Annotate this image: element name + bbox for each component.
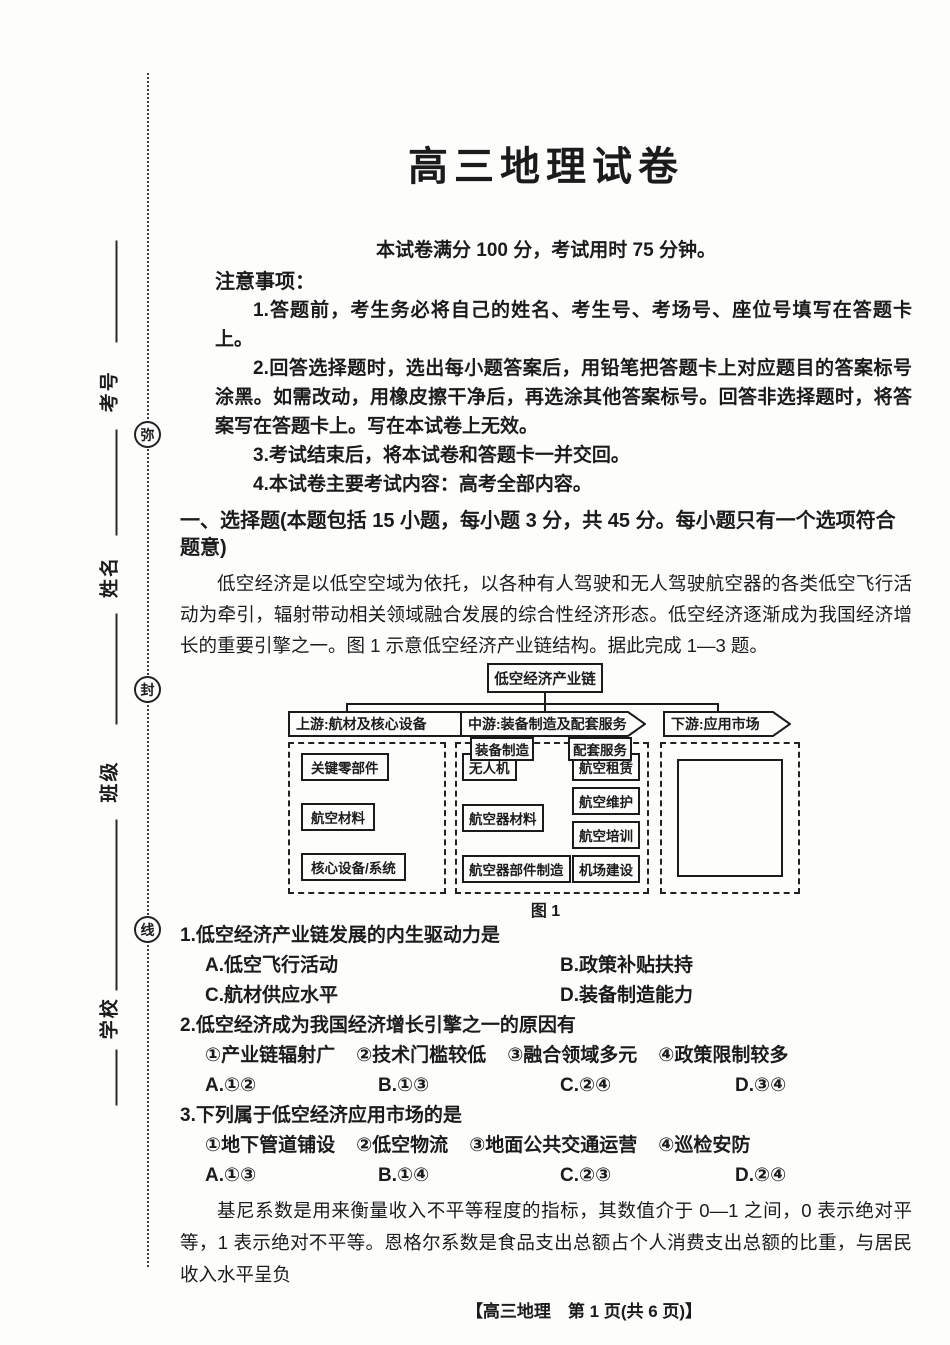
option-a: A.①③ — [205, 1165, 257, 1186]
banner-downstream: 下游:应用市场 — [663, 711, 791, 737]
support-services-column: 航空租赁 航空维护 航空培训 机场建设 — [572, 753, 640, 883]
option-b: B.①④ — [378, 1165, 430, 1186]
option-b: B.①③ — [378, 1075, 430, 1096]
diagram-root-box: 低空经济产业链 — [487, 663, 603, 693]
connector-line — [346, 703, 719, 705]
question-list: 1.低空经济产业链发展的内生驱动力是 A.低空飞行活动 B.政策补贴扶持 C.航… — [180, 921, 912, 1191]
question-1-options: A.低空飞行活动 B.政策补贴扶持 C.航材供应水平 D.装备制造能力 — [180, 951, 912, 1011]
item-core-equipment: 核心设备/系统 — [301, 853, 406, 881]
option-a: A.低空飞行活动 — [205, 955, 339, 976]
option-d: D.③④ — [735, 1075, 787, 1096]
industry-chain-diagram: 低空经济产业链 上游:航材及核心设备 中游:装备制造及配套服务 下游:应用市场 … — [288, 663, 803, 921]
figure-caption: 图 1 — [530, 903, 561, 920]
question-2-stem: 2.低空经济成为我国经济增长引擎之一的原因有 — [180, 1015, 576, 1036]
margin-label-school: 学校 — [99, 997, 120, 1040]
sub-option-3: ③地面公共交通运营 — [469, 1135, 638, 1156]
question-2: 2.低空经济成为我国经济增长引擎之一的原因有 ①产业链辐射广 ②技术门槛较低 ③… — [180, 1011, 912, 1101]
question-2-options: A.①② B.①③ C.②④ D.③④ — [180, 1071, 912, 1101]
item-aviation-training: 航空培训 — [572, 821, 640, 849]
banner-downstream-label: 下游:应用市场 — [671, 716, 760, 732]
sub-option-2: ②技术门槛较低 — [356, 1045, 487, 1066]
banner-midstream: 中游:装备制造及配套服务 — [460, 711, 646, 737]
notice-item: 3.考试结束后，将本试卷和答题卡一并交回。 — [253, 445, 630, 466]
option-c: C.航材供应水平 — [205, 985, 339, 1006]
question-1-stem: 1.低空经济产业链发展的内生驱动力是 — [180, 925, 500, 946]
blank-line — [115, 614, 118, 725]
sub-option-4: ④政策限制较多 — [658, 1045, 789, 1066]
scan-artifact: ‥ — [896, 1207, 906, 1222]
sub-option-1: ①产业链辐射广 — [205, 1045, 336, 1066]
banner-midstream-label: 中游:装备制造及配套服务 — [468, 716, 627, 732]
notice-item: 1.答题前，考生务必将自己的姓名、考生号、考场号、座位号填写在答题卡上。 — [215, 300, 912, 350]
margin-label-name: 姓名 — [99, 555, 120, 598]
section-1-heading: 一、选择题(本题包括 15 小题，每小题 3 分，共 45 分。每小题只有一个选… — [180, 510, 896, 559]
item-aviation-maintenance: 航空维护 — [572, 787, 640, 815]
item-key-components: 关键零部件 — [301, 753, 389, 781]
sub-option-1: ①地下管道铺设 — [205, 1135, 336, 1156]
connector-line — [544, 693, 546, 704]
option-c: C.②③ — [560, 1165, 612, 1186]
exam-subtitle: 本试卷满分 100 分，考试用时 75 分钟。 — [376, 240, 716, 261]
question-2-subitems: ①产业链辐射广 ②技术门槛较低 ③融合领域多元 ④政策限制较多 — [180, 1041, 912, 1071]
seal-char-mi: 弥 — [134, 421, 161, 448]
student-info-margin: 学校 班级 姓名 考号 — [95, 240, 121, 1106]
question-3-stem: 3.下列属于低空经济应用市场的是 — [180, 1105, 462, 1126]
blank-line — [115, 1049, 118, 1106]
sub-header-equipment-manufacturing: 装备制造 — [470, 737, 534, 761]
blank-line — [115, 240, 118, 343]
option-d: D.②④ — [735, 1165, 787, 1186]
downstream-placeholder-box — [677, 759, 783, 877]
closing-passage: 基尼系数是用来衡量收入不平等程度的指标，其数值介于 0—1 之间，0 表示绝对平… — [180, 1200, 912, 1285]
item-aviation-materials: 航空材料 — [301, 803, 375, 831]
notice-list: 1.答题前，考生务必将自己的姓名、考生号、考场号、座位号填写在答题卡上。 2.回… — [215, 296, 912, 499]
seal-dotted-line — [147, 73, 149, 1267]
margin-label-class: 班级 — [99, 760, 120, 803]
item-aircraft-materials: 航空器材料 — [462, 804, 544, 832]
seal-char-feng-text: 封 — [140, 681, 155, 698]
option-a: A.①② — [205, 1075, 257, 1096]
page-title: 高三地理试卷 — [408, 145, 684, 189]
sub-option-2: ②低空物流 — [356, 1135, 449, 1156]
question-3-subitems: ①地下管道铺设 ②低空物流 ③地面公共交通运营 ④巡检安防 — [180, 1131, 912, 1161]
blank-line — [115, 429, 118, 536]
option-c: C.②④ — [560, 1075, 612, 1096]
downstream-group-box — [660, 742, 800, 894]
seal-char-mi-text: 弥 — [140, 426, 155, 443]
exam-content: 高三地理试卷 本试卷满分 100 分，考试用时 75 分钟。 注意事项： 1.答… — [180, 0, 912, 1322]
item-aircraft-parts: 航空器部件制造 — [462, 855, 571, 883]
question-3: 3.下列属于低空经济应用市场的是 ①地下管道铺设 ②低空物流 ③地面公共交通运营… — [180, 1101, 912, 1191]
sub-option-4: ④巡检安防 — [658, 1135, 751, 1156]
option-d: D.装备制造能力 — [560, 985, 694, 1006]
item-airport-construction: 机场建设 — [572, 855, 640, 883]
question-3-options: A.①③ B.①④ C.②③ D.②④ — [180, 1161, 912, 1191]
midstream-group-box: 无人机 航空器材料 航空器部件制造 航空租赁 航空维护 航空培训 机场建设 — [455, 742, 649, 894]
blank-line — [115, 819, 118, 991]
connector-line — [346, 703, 348, 712]
sub-option-3: ③融合领域多元 — [507, 1045, 638, 1066]
notice-item: 2.回答选择题时，选出每小题答案后，用铅笔把答题卡上对应题目的答案标号涂黑。如需… — [215, 358, 912, 437]
notice-item: 4.本试卷主要考试内容：高考全部内容。 — [253, 474, 592, 495]
connector-line — [544, 703, 546, 712]
question-1: 1.低空经济产业链发展的内生驱动力是 A.低空飞行活动 B.政策补贴扶持 C.航… — [180, 921, 912, 1011]
intro-passage: 低空经济是以低空空域为依托，以各种有人驾驶和无人驾驶航空器的各类低空飞行活动为牵… — [180, 573, 912, 656]
seal-char-xian-text: 线 — [140, 921, 155, 938]
upstream-group-box: 关键零部件 航空材料 核心设备/系统 — [288, 742, 446, 894]
equipment-manufacturing-column: 无人机 航空器材料 航空器部件制造 — [462, 753, 571, 883]
seal-char-xian: 线 — [134, 916, 161, 943]
sub-header-support-services: 配套服务 — [568, 737, 632, 761]
banner-upstream: 上游:航材及核心设备 — [288, 711, 502, 737]
banner-arrow-shape — [663, 711, 791, 737]
banner-upstream-label: 上游:航材及核心设备 — [296, 716, 427, 732]
page-footer: 【高三地理 第 1 页(共 6 页)】 — [465, 1302, 703, 1321]
connector-line — [717, 703, 719, 712]
notice-heading: 注意事项： — [215, 271, 315, 293]
seal-char-feng: 封 — [134, 676, 161, 703]
option-b: B.政策补贴扶持 — [560, 955, 694, 976]
margin-label-exam-number: 考号 — [99, 370, 120, 413]
banner-arrow-shape — [460, 711, 646, 737]
